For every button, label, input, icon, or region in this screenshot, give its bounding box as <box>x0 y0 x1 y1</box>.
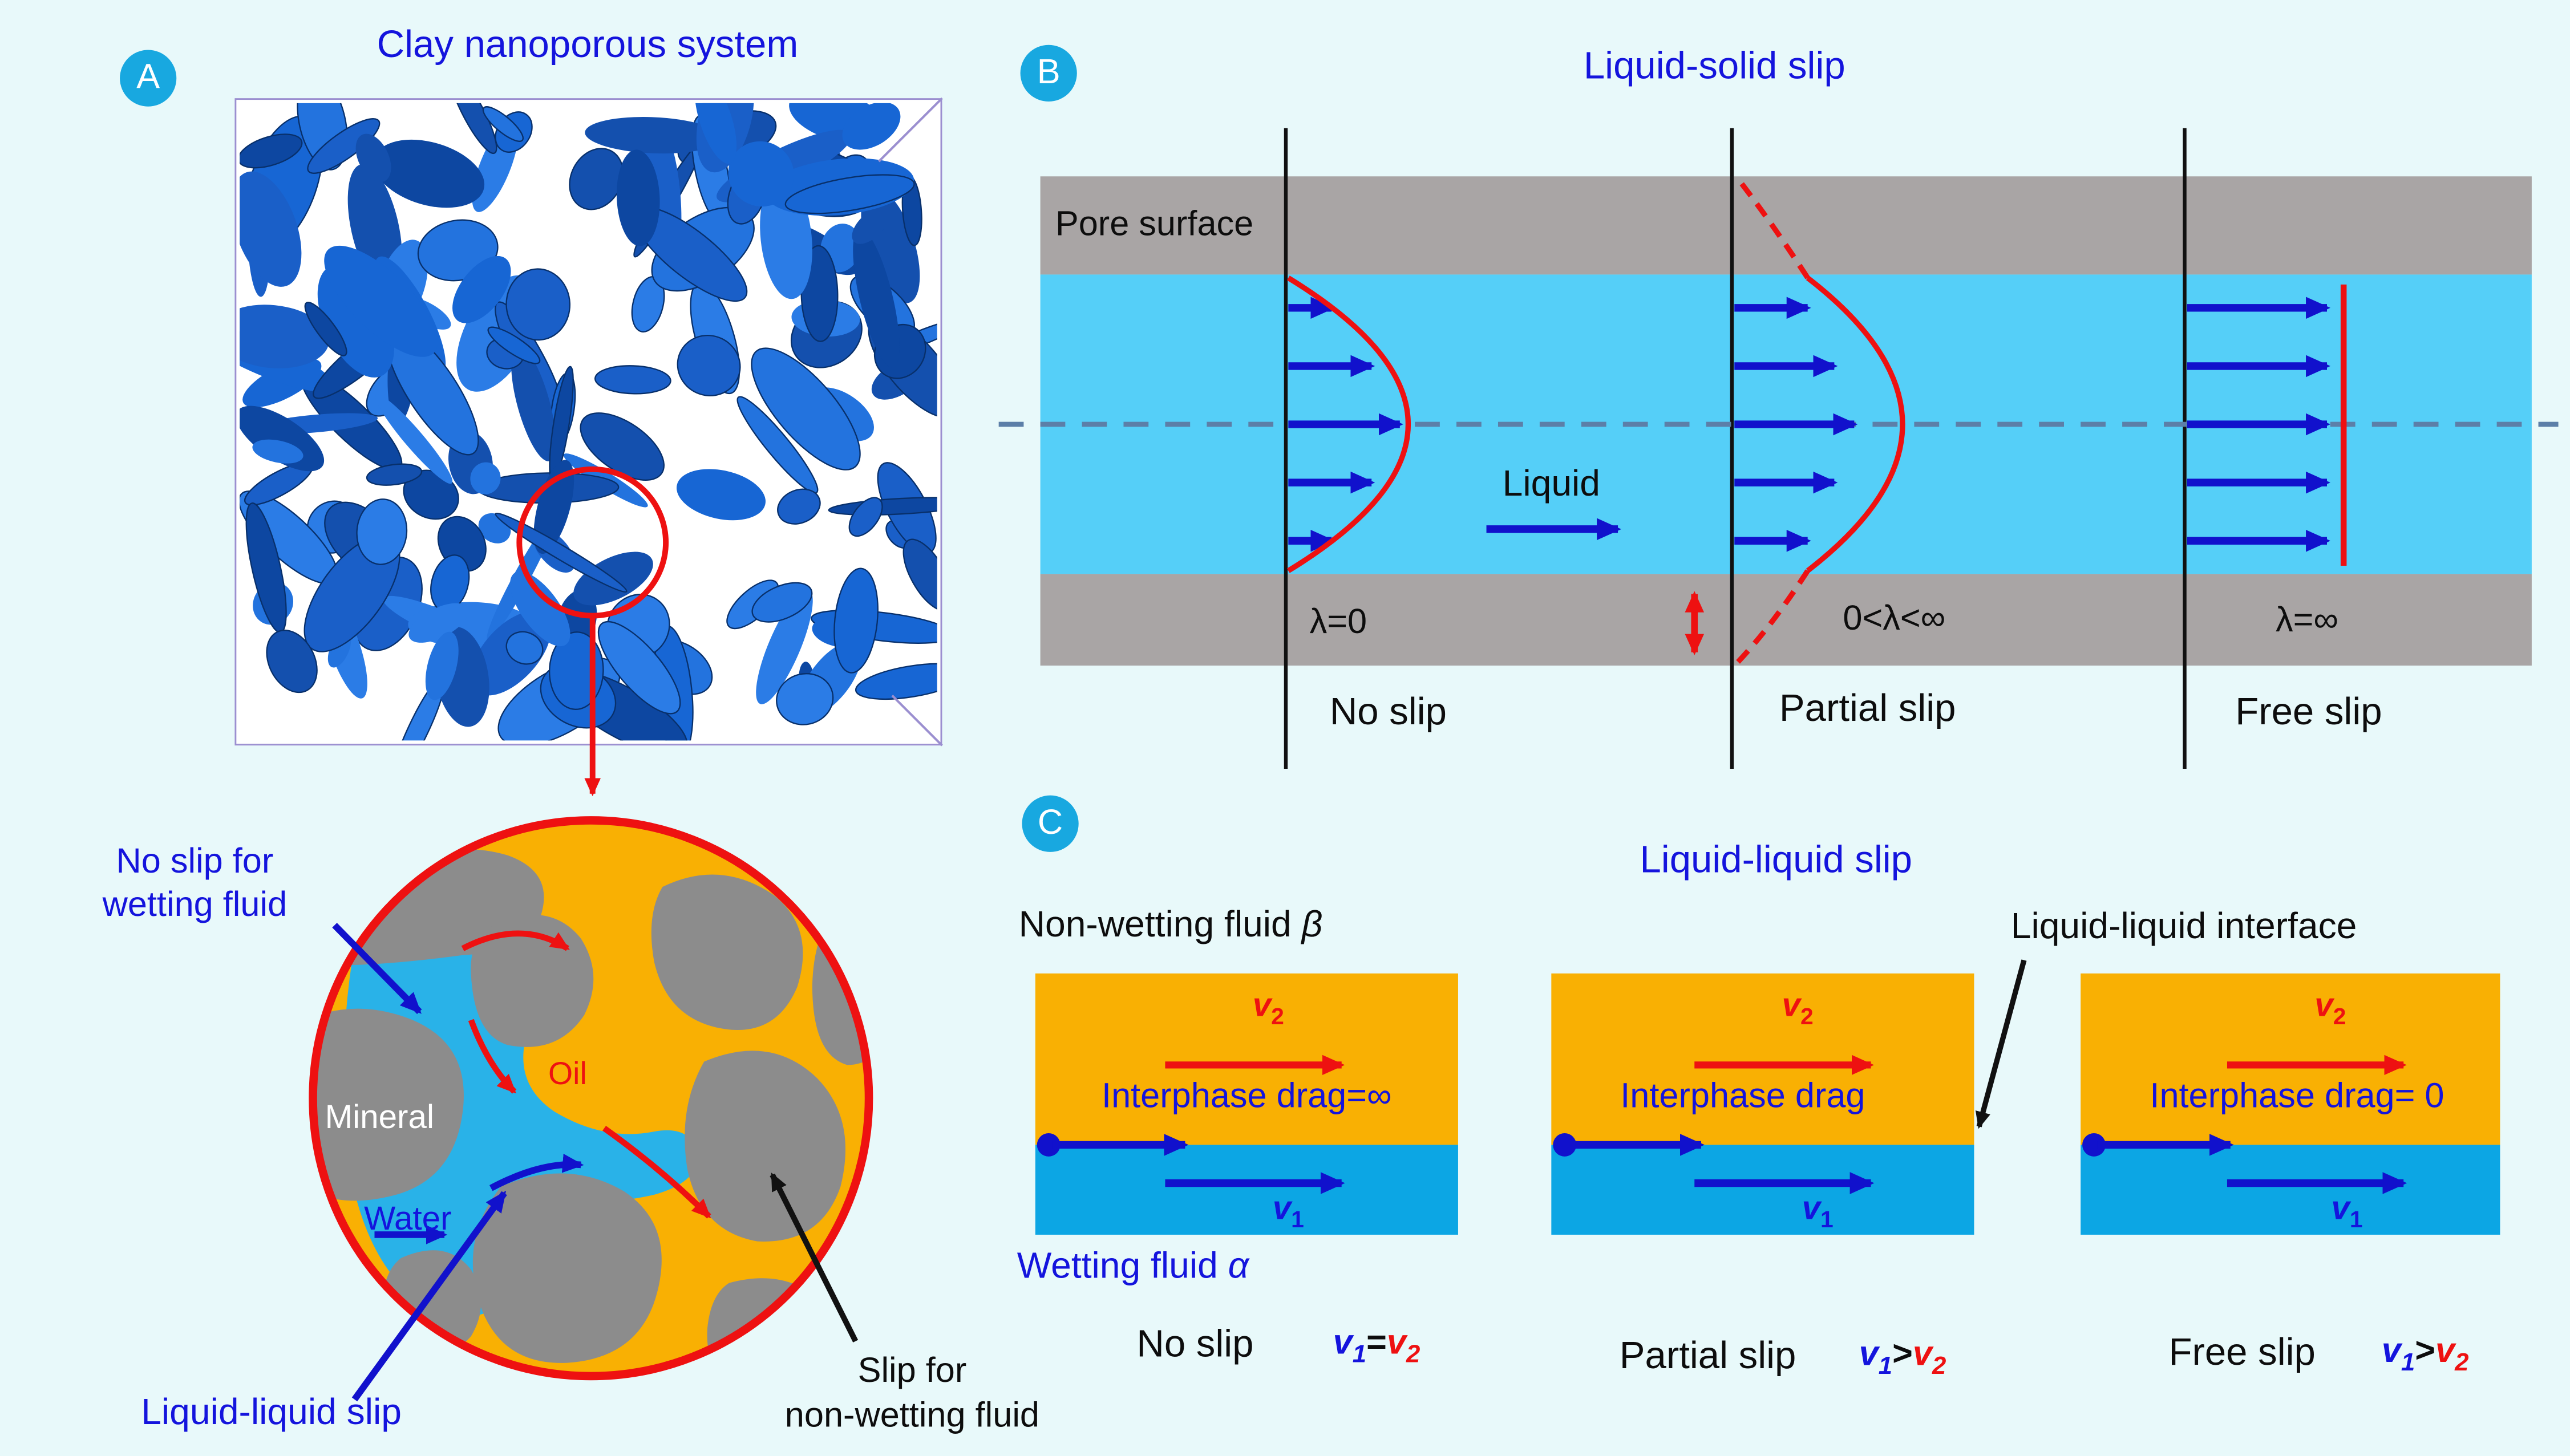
mineral-grain <box>812 909 869 1065</box>
no-slip-wetting-arrow <box>332 923 422 1015</box>
c-case-name-2: Partial slip <box>1619 1333 1796 1377</box>
panel-b-title: Liquid-solid slip <box>1583 43 1845 87</box>
interphase-drag-label-2: Interphase drag <box>1620 1077 1865 1116</box>
slip-nonwetting-arrow <box>770 1172 859 1343</box>
pore-surface-top <box>1040 176 2532 275</box>
c-case-name-1: No slip <box>1136 1321 1254 1365</box>
nonwetting-fluid-box-2 <box>1551 973 1974 1145</box>
panel-b-badge: B <box>1020 44 1077 102</box>
nonwetting-fluid-box-3 <box>2081 973 2500 1145</box>
oil-flow-arrow <box>461 930 570 951</box>
alpha-symbol: α <box>1228 1244 1249 1286</box>
slip-nonwetting-label-line2: non-wetting fluid <box>784 1397 1040 1435</box>
v1-label-1: v1 <box>1272 1190 1304 1232</box>
panel-c-title: Liquid-liquid slip <box>1640 837 1912 881</box>
lambda-finite-label: 0<λ<∞ <box>1843 599 1946 638</box>
mineral-grain <box>382 1250 481 1354</box>
partial-slip-case-label: Partial slip <box>1779 686 1956 729</box>
wetting-fluid-label: Wetting fluid α <box>1017 1244 1249 1288</box>
wetting-fluid-box-3 <box>2081 1145 2500 1235</box>
clay-volume-image <box>234 98 942 746</box>
v2-label-2: v2 <box>1782 987 1814 1029</box>
nonwetting-fluid-label: Non-wetting fluid β <box>1019 903 1323 947</box>
c-case-formula-1: v1=v2 <box>1333 1323 1420 1369</box>
interface-pointer-arrow <box>1975 959 2027 1129</box>
mineral-grain <box>707 1278 843 1376</box>
v2-label-1: v2 <box>1252 987 1284 1029</box>
pore-surface-label: Pore surface <box>1055 205 1254 244</box>
panel-a-badge: A <box>120 50 177 107</box>
v1-label-3: v1 <box>2331 1190 2363 1232</box>
mineral-grain <box>472 1173 662 1363</box>
liquid-channel <box>1040 274 2532 574</box>
liquid-liquid-slip-label: Liquid-liquid slip <box>141 1390 402 1433</box>
oil-flow-arrow <box>468 1019 517 1094</box>
no-slip-case-label: No slip <box>1329 689 1447 733</box>
wetting-fluid-text: Wetting fluid <box>1017 1244 1228 1286</box>
wetting-fluid-box-1 <box>1035 1145 1458 1235</box>
free-slip-case-label: Free slip <box>2235 689 2382 733</box>
v2-label-3: v2 <box>2314 987 2346 1029</box>
mineral-grain <box>339 849 544 966</box>
water-label: Water <box>364 1201 452 1238</box>
no-slip-wetting-label-line2: wetting fluid <box>102 886 288 924</box>
no-slip-wetting-label-line1: No slip for <box>116 842 274 881</box>
v1-label-2: v1 <box>1802 1190 1834 1232</box>
lambda-zero-label: λ=0 <box>1309 603 1367 642</box>
mineral-grain <box>471 914 594 1047</box>
liquid-liquid-interface-label: Liquid-liquid interface <box>2010 905 2357 947</box>
oil-flow-arrow <box>602 1125 711 1219</box>
nonwetting-fluid-text: Non-wetting fluid <box>1018 903 1302 945</box>
interphase-drag-label-3: Interphase drag= 0 <box>2150 1077 2444 1116</box>
lambda-infinite-label: λ=∞ <box>2275 601 2339 640</box>
panel-c-badge: C <box>1022 795 1079 852</box>
c-case-name-3: Free slip <box>2168 1329 2316 1373</box>
c-case-formula-2: v1>v2 <box>1859 1335 1946 1381</box>
mineral-grain <box>651 874 803 1031</box>
panel-a-title: Clay nanoporous system <box>377 22 799 66</box>
mineral-label: Mineral <box>325 1100 434 1137</box>
interphase-drag-label-1: Interphase drag=∞ <box>1102 1077 1392 1116</box>
slip-nonwetting-label-line1: Slip for <box>857 1352 967 1390</box>
wetting-fluid-box-2 <box>1551 1145 1974 1235</box>
liquid-label: Liquid <box>1502 462 1600 504</box>
water-slip-arrow <box>489 1154 584 1191</box>
c-case-formula-3: v1>v2 <box>2381 1332 2469 1377</box>
mineral-grain <box>685 1051 846 1242</box>
oil-label: Oil <box>548 1057 587 1093</box>
nonwetting-fluid-box-1 <box>1035 973 1458 1145</box>
beta-symbol: β <box>1301 903 1323 945</box>
